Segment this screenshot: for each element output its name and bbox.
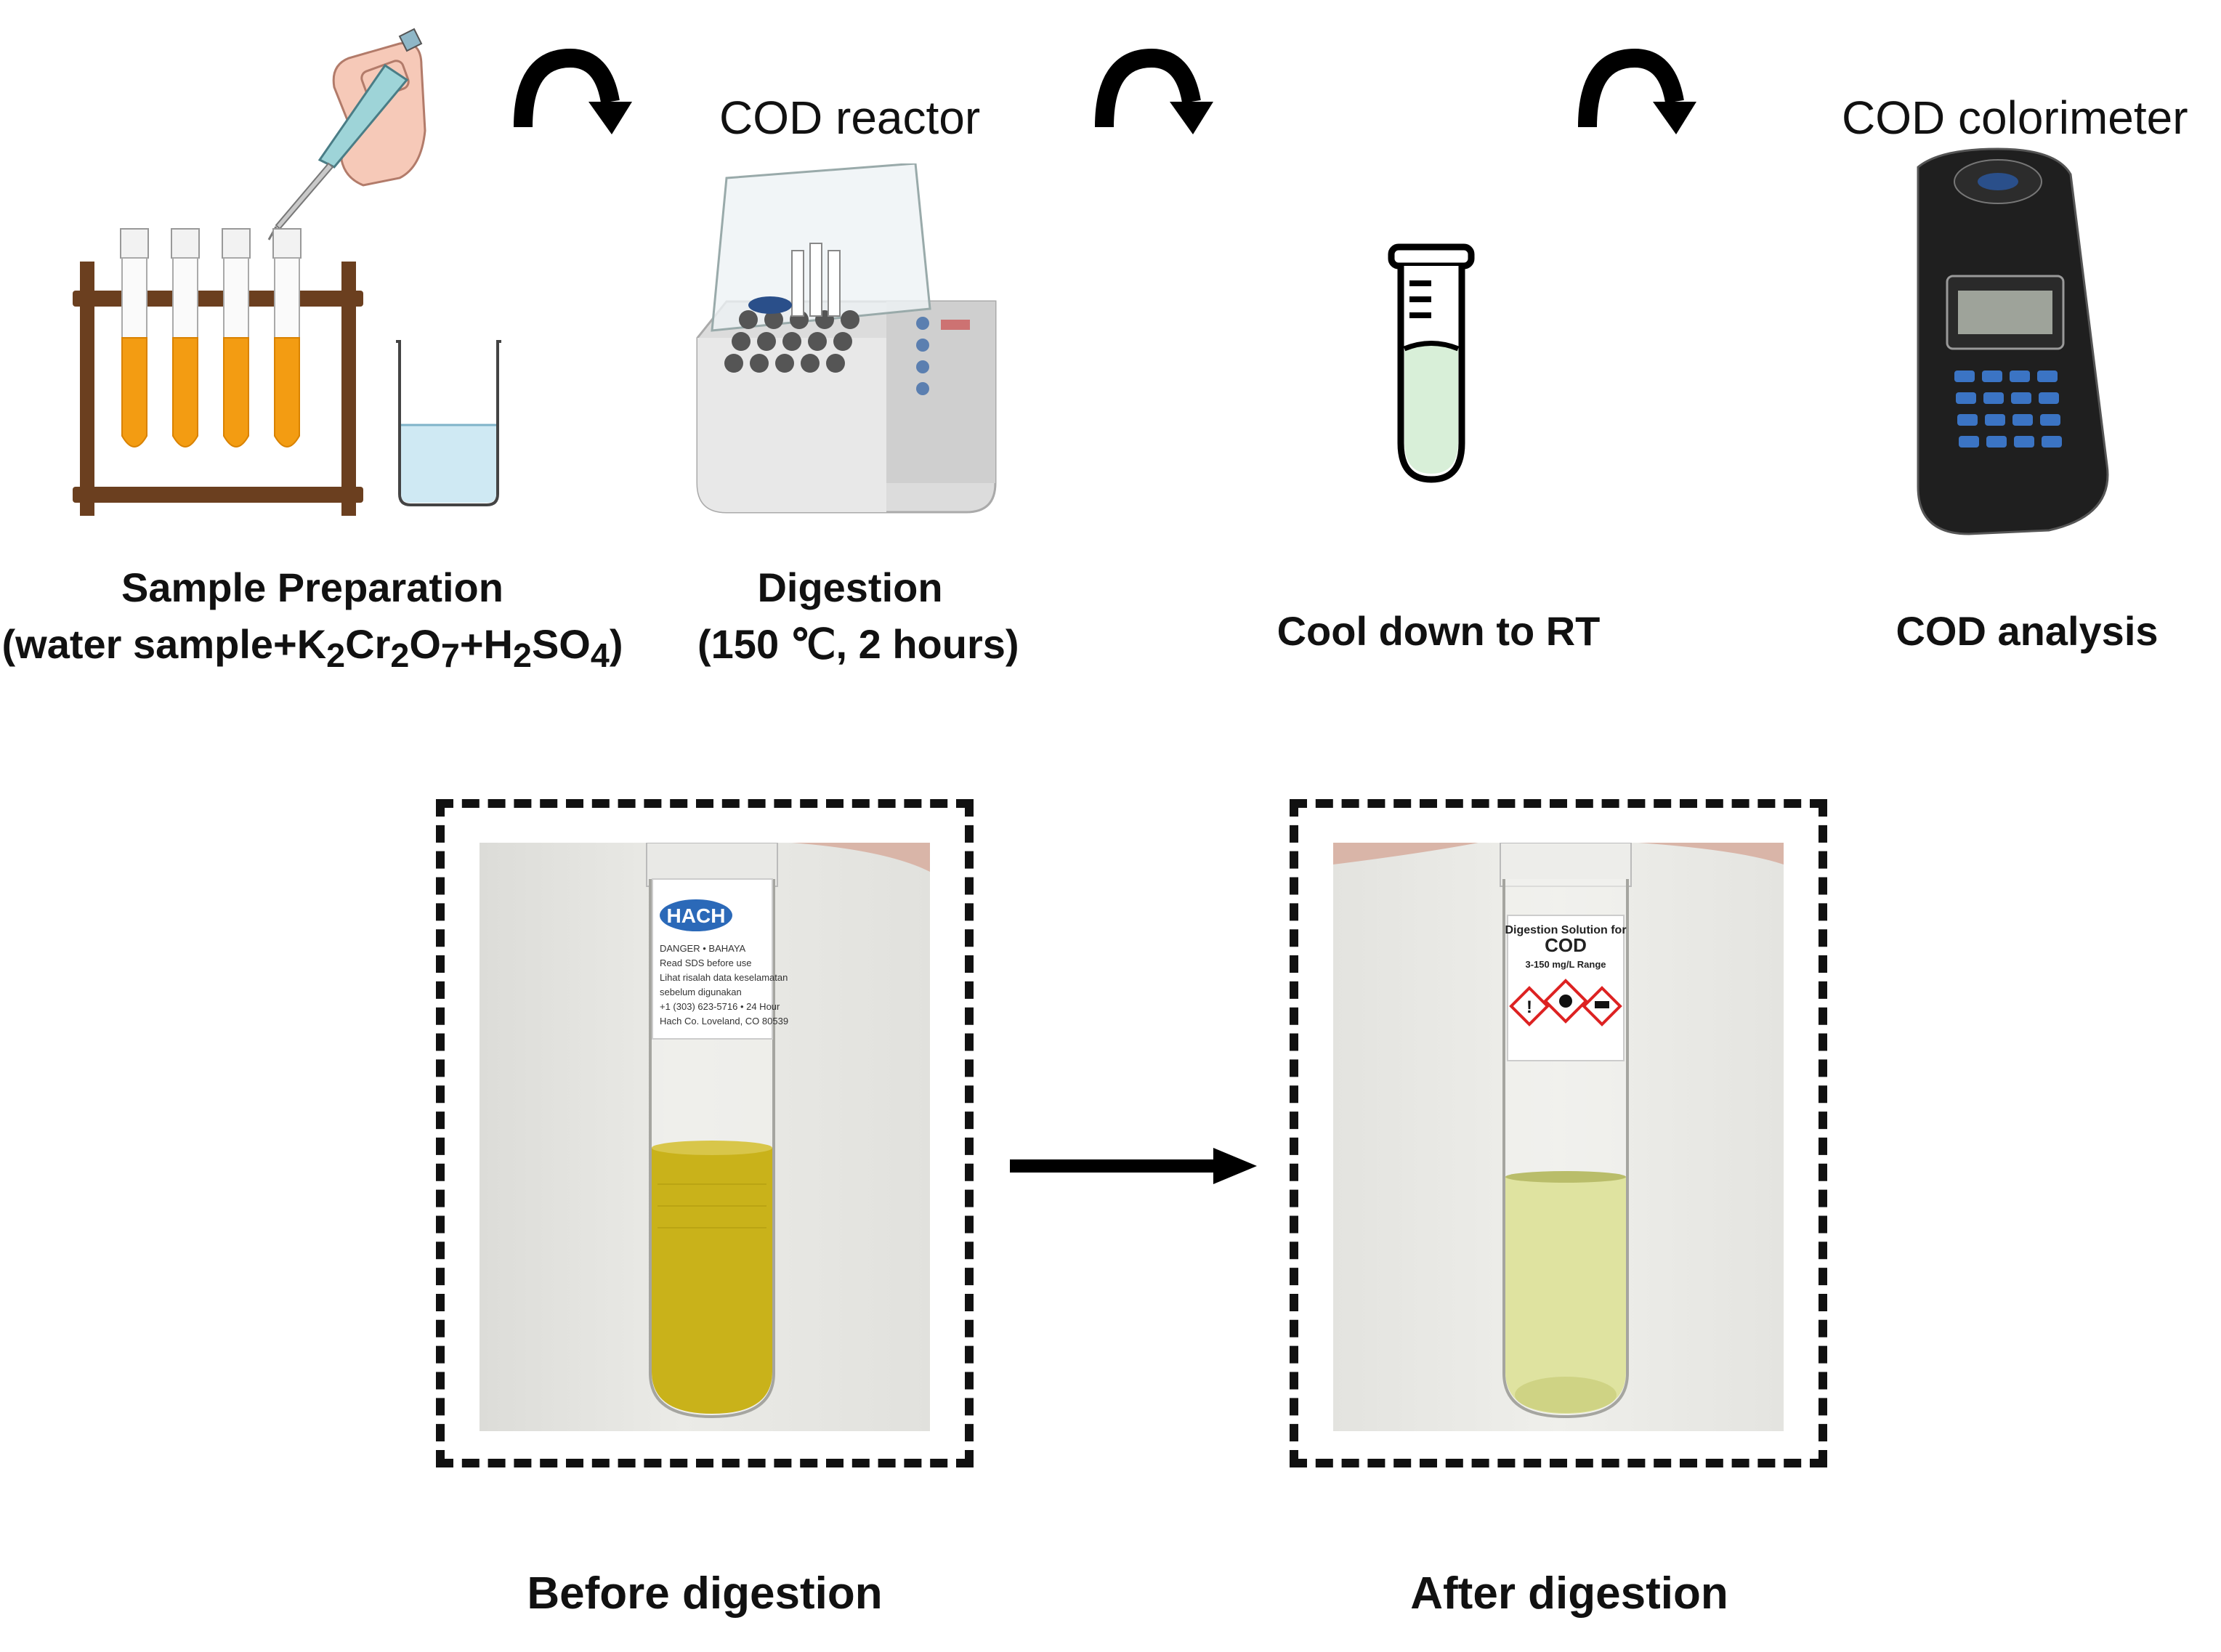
step-sample-preparation-label: Sample Preparation (water sample+K2Cr2O7… (0, 559, 625, 684)
right-arrow-icon (1010, 1148, 1257, 1184)
svg-text:sebelum digunakan: sebelum digunakan (660, 987, 742, 997)
svg-text:Hach Co. Loveland, CO 80539: Hach Co. Loveland, CO 80539 (660, 1016, 788, 1027)
before-digestion-photo: HACH DANGER • BAHAYA Read SDS before use… (480, 843, 930, 1431)
cod-colorimeter-caption: COD colorimeter (1842, 92, 2188, 144)
svg-text:Lihat risalah data keselamatan: Lihat risalah data keselamatan (660, 972, 788, 983)
step-sample-preparation-title: Sample Preparation (121, 564, 503, 610)
before-digestion-frame (436, 799, 974, 1467)
hazard-pictograms: ! (1509, 979, 1622, 1027)
before-tube-icon: HACH DANGER • BAHAYA Read SDS before use… (646, 843, 930, 1419)
pipette-hand-icon (267, 28, 426, 240)
step-cod-analysis-label: COD analysis (1896, 608, 2159, 654)
svg-text:DANGER • BAHAYA: DANGER • BAHAYA (660, 943, 746, 954)
step-digestion-title: Digestion (757, 564, 943, 610)
before-digestion-label: Before digestion (527, 1568, 883, 1619)
svg-text:+1 (303) 623-5716 • 24 Hour: +1 (303) 623-5716 • 24 Hour (660, 1001, 780, 1012)
orange-sample-tubes (120, 228, 302, 448)
cool-test-tube-icon (1388, 243, 1475, 483)
svg-text:3-150 mg/L Range: 3-150 mg/L Range (1525, 959, 1606, 970)
cod-reactor-illustration (696, 163, 997, 514)
after-digestion-photo: Digestion Solution for COD 3-150 mg/L Ra… (1333, 843, 1784, 1431)
after-tube-icon: Digestion Solution for COD 3-150 mg/L Ra… (1333, 843, 1784, 1419)
curved-arrow-icon (514, 48, 632, 134)
test-tube-rack-icon (73, 262, 363, 516)
svg-text:Read SDS before use: Read SDS before use (660, 957, 751, 968)
sample-preparation-illustration (73, 28, 501, 516)
svg-text:!: ! (1526, 997, 1532, 1017)
step-digestion-detail: (150 ℃, 2 hours) (697, 621, 1019, 667)
beaker-icon (396, 340, 501, 506)
curved-arrow-icon (1578, 48, 1696, 134)
step-digestion-label: Digestion (150 ℃, 2 hours) (697, 559, 1019, 673)
svg-text:Digestion Solution for: Digestion Solution for (1505, 924, 1626, 936)
step-sample-preparation-formula: (water sample+K2Cr2O7+H2SO4) (1, 621, 623, 675)
curved-arrow-icon (1095, 48, 1213, 134)
cod-reactor-caption: COD reactor (719, 92, 981, 144)
step-cool-down-label: Cool down to RT (1277, 608, 1601, 654)
svg-text:COD: COD (1545, 934, 1587, 956)
cod-colorimeter-illustration (1917, 147, 2109, 535)
svg-text:HACH: HACH (667, 904, 726, 927)
after-digestion-label: After digestion (1410, 1568, 1728, 1619)
after-digestion-frame (1290, 799, 1827, 1467)
